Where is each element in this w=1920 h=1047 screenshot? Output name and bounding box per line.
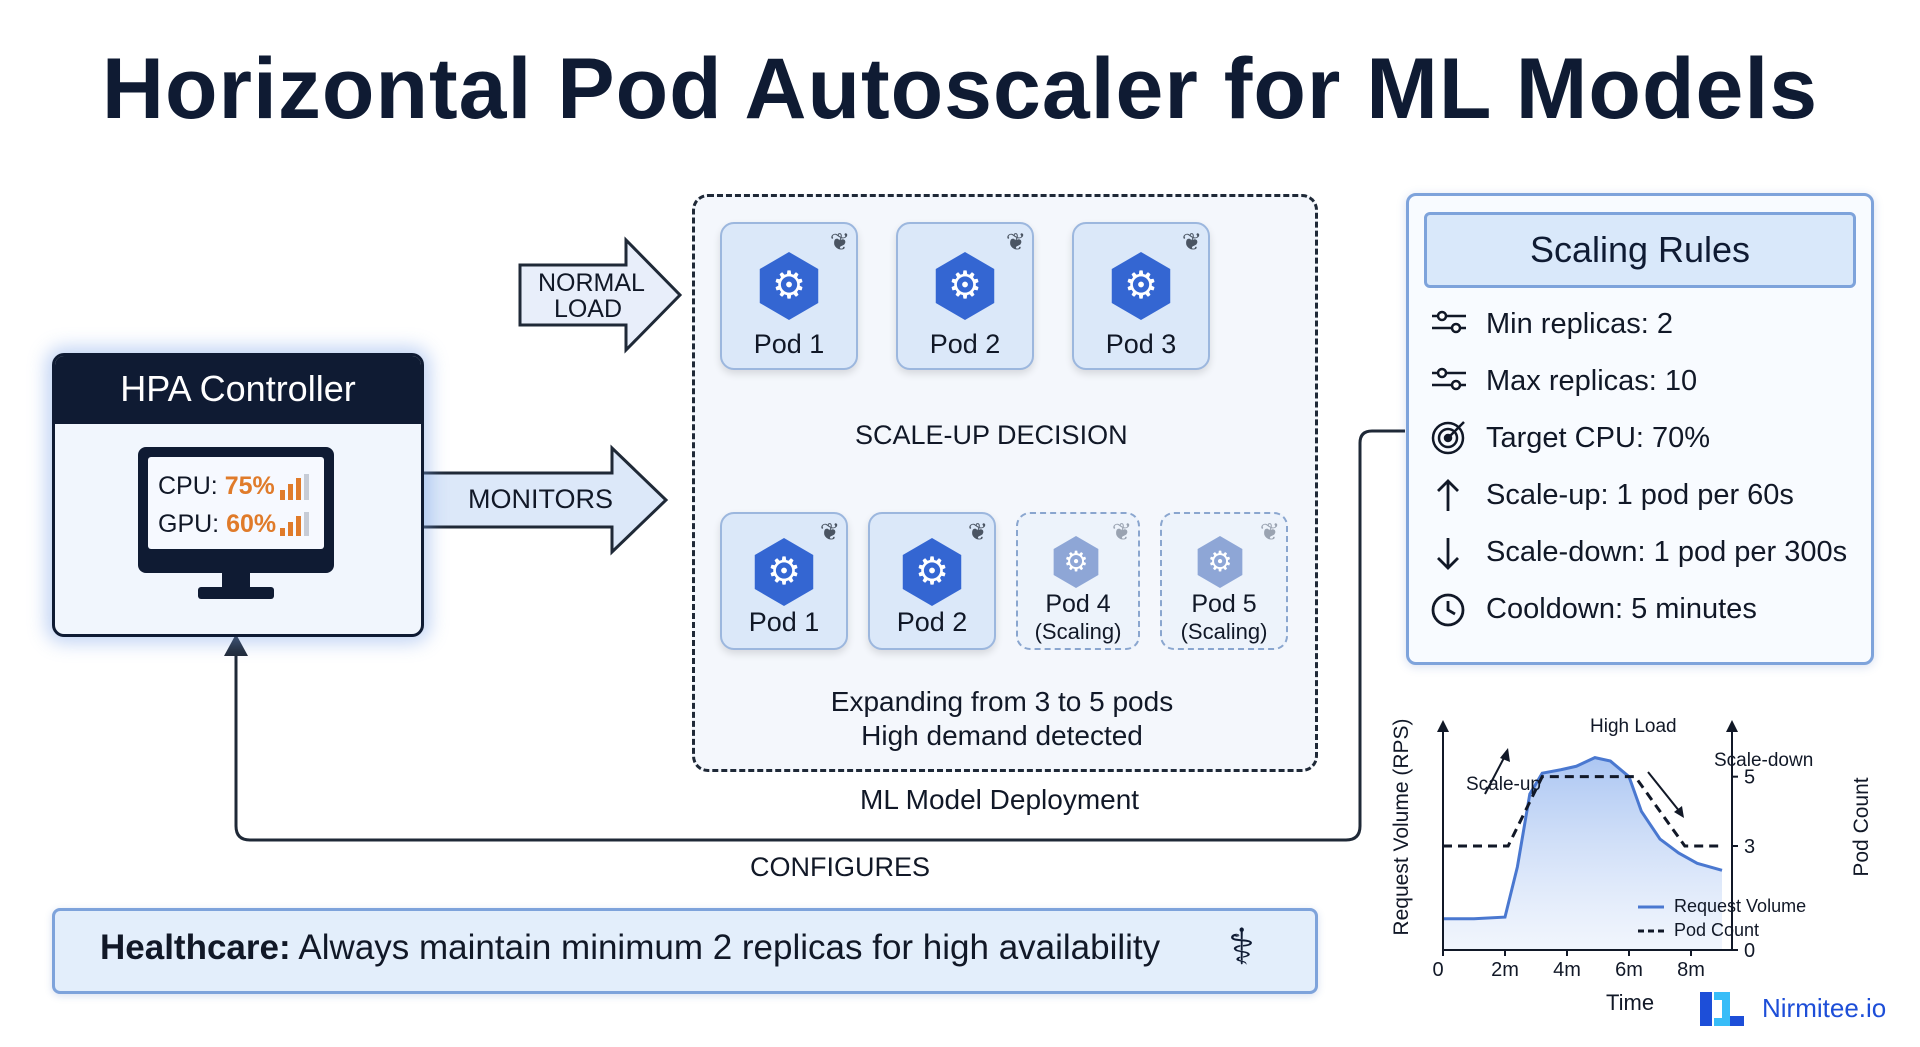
configures-line	[234, 429, 1405, 842]
kubernetes-icon	[1053, 536, 1099, 588]
gear-icon: ⚙	[947, 265, 983, 307]
pod-scaling-5[interactable]: ❦ ⚙ Pod 5 (Scaling)	[1160, 512, 1288, 650]
kubernetes-icon	[1197, 536, 1243, 588]
scale-down-annotation-arrow	[1647, 771, 1681, 813]
monitors-arrow	[419, 444, 669, 556]
scale-up-annotation-arrowhead	[1500, 748, 1510, 762]
deployment-label: ML Model Deployment	[860, 784, 1140, 815]
gear-icon: ⚙	[1063, 546, 1089, 577]
y2-axis-arrowhead	[1726, 720, 1738, 732]
page-title: Horizontal Pod Autoscaler for ML Models	[101, 41, 1819, 137]
clock-icon	[1431, 593, 1465, 627]
brain-icon: ❦	[829, 229, 850, 256]
gear-icon: ⚙	[766, 551, 802, 593]
sliders-icon	[1432, 310, 1466, 334]
bar-chart-icon	[280, 474, 309, 536]
scaling-rules-title: Scaling Rules	[1424, 212, 1856, 288]
brain-icon: ❦	[1259, 519, 1280, 546]
chart-y2-label: Pod Count	[1850, 777, 1873, 877]
rule-cooldown: Cooldown: 5 minutes	[1486, 593, 1757, 625]
annotation-high-load: High Load	[1590, 716, 1677, 737]
nirmitee-logo-icon	[1700, 992, 1744, 1026]
scale-down-annotation-arrowhead	[1674, 806, 1684, 818]
configures-label: CONFIGURES	[750, 852, 931, 882]
pod-top-3[interactable]: ❦ ⚙ Pod 3	[1072, 222, 1210, 370]
y2-tick-label: 5	[1744, 767, 1755, 789]
rule-icons	[1431, 310, 1466, 627]
pod-top-1[interactable]: ❦ ⚙ Pod 1	[720, 222, 858, 370]
brain-icon: ❦	[1181, 229, 1202, 256]
brain-icon: ❦	[967, 519, 988, 546]
normal-load-arrow	[518, 236, 683, 354]
annotation-scale-down: Scale-down	[1714, 750, 1814, 771]
x-tick-label: 8m	[1677, 959, 1705, 981]
x-tick-label: 4m	[1553, 959, 1581, 981]
kubernetes-icon	[759, 252, 819, 320]
arrow-down-icon	[1437, 538, 1459, 570]
brain-icon: ❦	[1005, 229, 1026, 256]
chart-y-label: Request Volume (RPS)	[1390, 718, 1413, 936]
brand-name: Nirmitee.io	[1762, 993, 1887, 1023]
annotation-scale-up: Scale-up	[1466, 774, 1541, 795]
scale-up-annotation-arrow	[1484, 753, 1507, 795]
x-tick-label: 6m	[1615, 959, 1643, 981]
target-icon	[1431, 421, 1465, 455]
gear-icon: ⚙	[771, 265, 807, 307]
legend-request-volume: Request Volume	[1674, 896, 1807, 916]
scaling-chart: 0 2m 4m 6m 8m 0 3 5	[1432, 720, 1755, 981]
caduceus-icon: ⚕	[1228, 919, 1256, 975]
pod-count-line	[1443, 775, 1722, 848]
rule-scale-up: Scale-up: 1 pod per 60s	[1486, 479, 1794, 511]
pod-bottom-2[interactable]: ❦ ⚙ Pod 2	[868, 512, 996, 650]
gear-icon: ⚙	[1123, 265, 1159, 307]
monitors-label: MONITORS	[468, 484, 614, 514]
kubernetes-icon	[1111, 252, 1171, 320]
brain-icon: ❦	[1111, 519, 1132, 546]
rule-scale-down: Scale-down: 1 pod per 300s	[1486, 536, 1848, 568]
hpa-controller-title: HPA Controller	[55, 356, 421, 424]
pod-top-2[interactable]: ❦ ⚙ Pod 2	[896, 222, 1034, 370]
healthcare-banner	[52, 908, 1318, 994]
rule-max-replicas: Max replicas: 10	[1486, 365, 1698, 397]
rule-min-replicas: Min replicas: 2	[1486, 308, 1673, 340]
pod-scaling-4[interactable]: ❦ ⚙ Pod 4 (Scaling)	[1016, 512, 1140, 650]
sliders-icon	[1432, 367, 1466, 391]
legend-pod-count: Pod Count	[1674, 920, 1760, 940]
configures-arrowhead	[224, 634, 248, 656]
y-axis-arrowhead	[1437, 720, 1449, 732]
healthcare-text: Healthcare: Always maintain minimum 2 re…	[100, 928, 1161, 967]
demand-text: High demand detected	[861, 720, 1143, 751]
gpu-metric: GPU: 60%	[158, 510, 277, 538]
request-volume-line	[1443, 756, 1723, 921]
expanding-text: Expanding from 3 to 5 pods	[830, 686, 1174, 717]
y2-tick-label: 0	[1744, 940, 1755, 962]
request-volume-area	[1443, 757, 1722, 950]
rule-target-cpu: Target CPU: 70%	[1486, 422, 1711, 454]
scale-up-decision-label: SCALE-UP DECISION	[855, 420, 1128, 450]
cpu-metric: CPU: 75%	[158, 472, 275, 500]
pod-bottom-1[interactable]: ❦ ⚙ Pod 1	[720, 512, 848, 650]
y2-tick-label: 3	[1744, 836, 1755, 858]
arrow-up-icon	[1437, 479, 1459, 511]
chart-x-label: Time	[1606, 990, 1655, 1015]
x-tick-label: 2m	[1491, 959, 1519, 981]
gear-icon: ⚙	[914, 551, 950, 593]
monitor-screen	[148, 457, 324, 549]
kubernetes-icon	[935, 252, 995, 320]
gear-icon: ⚙	[1207, 546, 1233, 577]
brain-icon: ❦	[819, 519, 840, 546]
x-tick-label: 0	[1432, 959, 1443, 981]
